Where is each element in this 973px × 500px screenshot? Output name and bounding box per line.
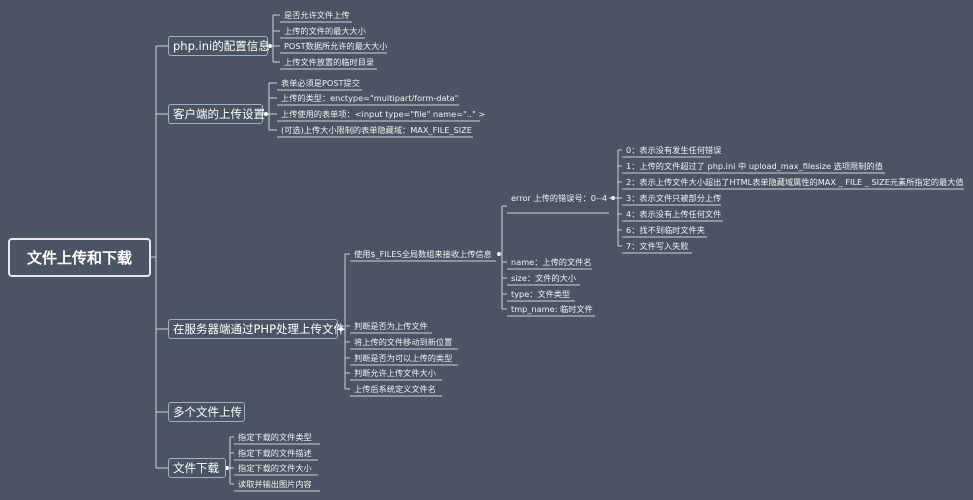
- leaf-field-size: size：文件的大小: [511, 273, 577, 283]
- leaf-error-3: 3：表示文件只被部分上传: [626, 193, 722, 203]
- leaf-enctype: 上传的类型：enctype="multipart/form-data": [281, 93, 459, 103]
- leaf-field-tmp-name: tmp_name: 临时文件: [511, 304, 593, 314]
- leaf-step-check-size: 判断允许上传文件大小: [354, 368, 436, 378]
- leaf-input-file: 上传使用的表单项：<input type="file" name=".." >: [281, 109, 486, 119]
- leaf-step-check-type: 判断是否为可以上传的类型: [354, 353, 453, 363]
- root-node[interactable]: 文件上传和下载: [8, 238, 151, 277]
- leaf-step-move: 将上传的文件移动到新位置: [354, 337, 453, 347]
- leaf-field-name: name：上传的文件名: [511, 257, 592, 267]
- leaf-download-type: 指定下载的文件类型: [238, 432, 312, 442]
- leaf-tmp-dir: 上传文件放置的临时目录: [284, 57, 375, 67]
- leaf-post-submit: 表单必须是POST提交: [281, 78, 360, 88]
- leaf-error-4: 4：表示没有上传任何文件: [626, 209, 722, 219]
- leaf-error-0: 0：表示没有发生任何错误: [626, 145, 722, 155]
- leaf-error-2: 2：表示上传文件大小超出了HTML表单隐藏域属性的MAX _ FILE _ SI…: [626, 177, 964, 187]
- branch-phpini-config[interactable]: php.ini的配置信息: [168, 36, 270, 56]
- branch-client-settings[interactable]: 客户端的上传设置: [168, 104, 265, 124]
- leaf-field-type: type：文件类型: [511, 289, 571, 299]
- leaf-max-filesize: 上传的文件的最大大小: [284, 26, 366, 36]
- branch-file-download[interactable]: 文件下载: [168, 458, 226, 478]
- leaf-allow-upload: 是否允许文件上传: [284, 10, 350, 20]
- leaf-download-read: 读取并输出图片内容: [238, 479, 312, 489]
- leaf-error-1: 1：上传的文件超过了 php.ini 中 upload_max_filesize…: [626, 161, 883, 171]
- branch-multi-upload[interactable]: 多个文件上传: [168, 402, 245, 422]
- leaf-step-rename: 上传后系统定义文件名: [354, 384, 436, 394]
- leaf-step-is-uploaded: 判断是否为上传文件: [354, 321, 428, 331]
- leaf-download-size: 指定下载的文件大小: [238, 463, 312, 473]
- leaf-download-desc: 指定下载的文件描述: [238, 448, 312, 458]
- branch-server-php[interactable]: 在服务器端通过PHP处理上传文件: [168, 319, 345, 339]
- node-files-array: 使用$_FILES全局数组来接收上传信息: [354, 249, 492, 259]
- node-error-codes: error 上传的错误号：0--4: [511, 193, 608, 203]
- leaf-post-max-size: POST数据所允许的最大大小: [284, 41, 388, 51]
- leaf-max-file-size-hidden: (可选)上传大小限制的表单隐藏域：MAX_FILE_SIZE: [281, 125, 472, 135]
- leaf-error-6: 6：找不到临时文件夹: [626, 225, 705, 235]
- leaf-error-7: 7：文件写入失败: [626, 241, 689, 251]
